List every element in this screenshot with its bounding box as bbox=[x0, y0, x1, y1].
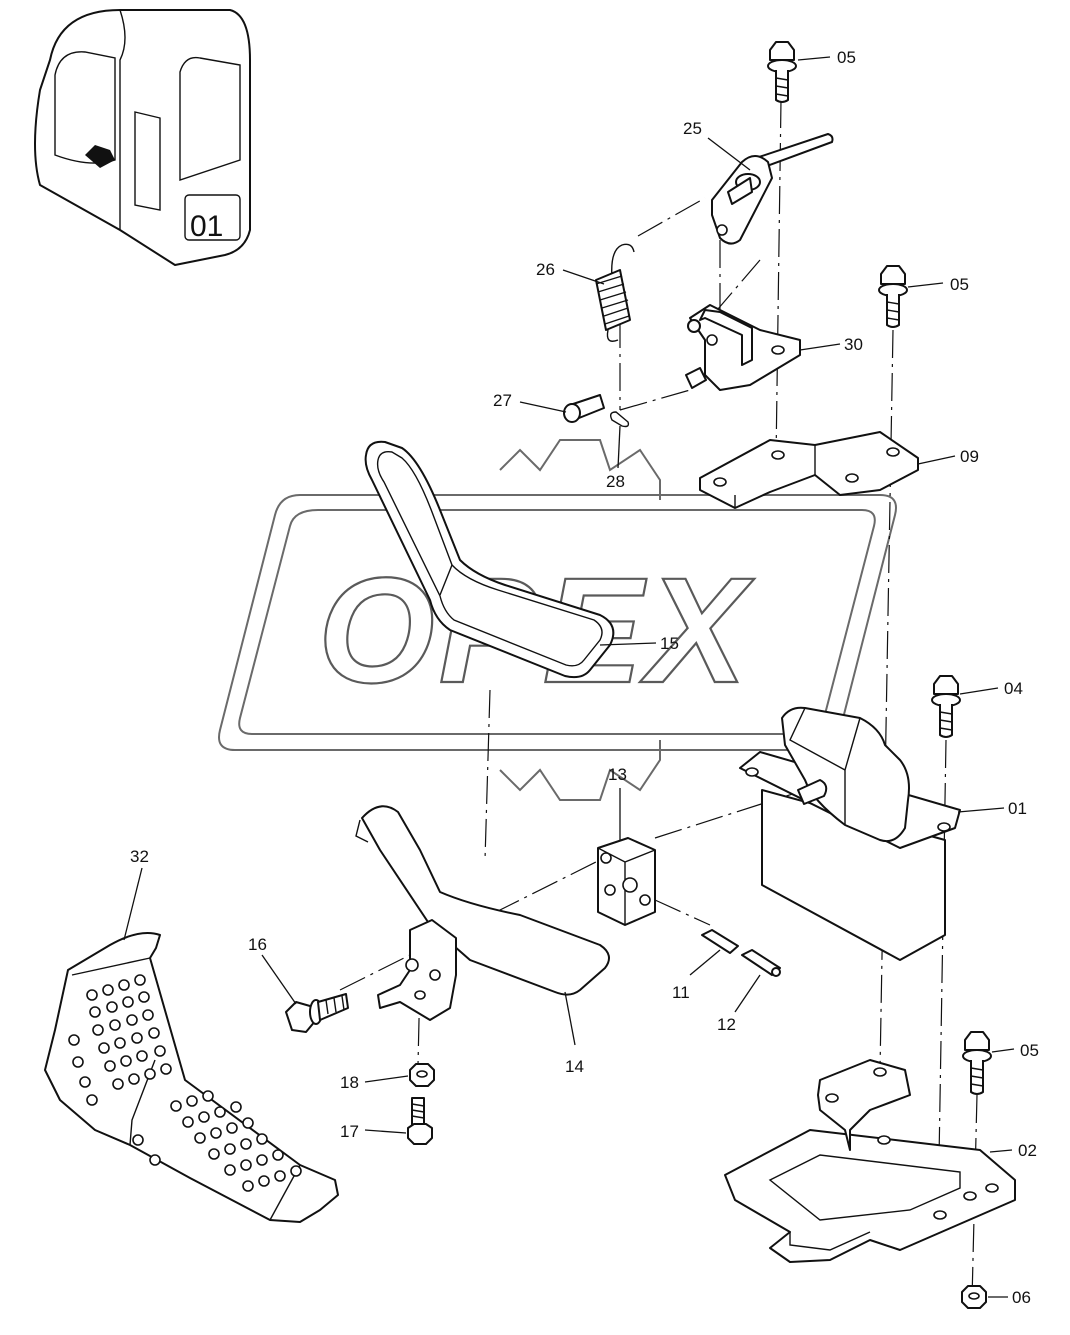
callout-06: 06 bbox=[1012, 1288, 1031, 1307]
cab-icon-label: 01 bbox=[190, 210, 223, 243]
nut-06 bbox=[961, 1285, 987, 1309]
pedal-plate-grip-holes bbox=[68, 974, 302, 1192]
pedal-pad-15 bbox=[364, 440, 615, 679]
lever-25 bbox=[711, 133, 834, 245]
bolt-05-lower-right bbox=[962, 1031, 992, 1095]
nut-18 bbox=[409, 1063, 435, 1087]
bracket-30 bbox=[685, 304, 801, 391]
pedal-location-marker bbox=[85, 145, 115, 168]
callout-26: 26 bbox=[536, 260, 555, 279]
pedal-plate-32 bbox=[44, 932, 339, 1223]
switch-box-01 bbox=[739, 706, 961, 961]
pin-11 bbox=[701, 929, 739, 954]
pin-27 bbox=[563, 394, 605, 423]
callout-14: 14 bbox=[565, 1057, 584, 1076]
bolt-04 bbox=[931, 675, 961, 738]
callout-32: 32 bbox=[130, 847, 149, 866]
callout-17: 17 bbox=[340, 1122, 359, 1141]
callout-02: 02 bbox=[1018, 1141, 1037, 1160]
bolt-17 bbox=[407, 1097, 433, 1145]
bracket-09 bbox=[699, 431, 919, 509]
callout-05-upper-right: 05 bbox=[950, 275, 969, 294]
callout-leader-lines bbox=[123, 56, 1015, 1298]
callout-13: 13 bbox=[608, 765, 627, 784]
bolt-05-upper-right bbox=[878, 265, 908, 328]
pin-12 bbox=[741, 949, 781, 977]
callout-04: 04 bbox=[1004, 679, 1023, 698]
callout-12: 12 bbox=[717, 1015, 736, 1034]
callout-30: 30 bbox=[844, 335, 863, 354]
callout-labels: 05 25 26 05 30 27 28 09 15 04 13 01 32 1… bbox=[130, 48, 1039, 1307]
callout-27: 27 bbox=[493, 391, 512, 410]
callout-16: 16 bbox=[248, 935, 267, 954]
callout-09: 09 bbox=[960, 447, 979, 466]
watermark-gear-outline bbox=[499, 439, 661, 801]
callout-18: 18 bbox=[340, 1073, 359, 1092]
bolt-16 bbox=[285, 993, 349, 1033]
callout-05-top: 05 bbox=[837, 48, 856, 67]
cab-location-icon: 01 bbox=[34, 9, 251, 266]
callout-11: 11 bbox=[672, 983, 690, 1002]
cotter-pin-28 bbox=[609, 411, 630, 428]
spring-26 bbox=[595, 243, 635, 342]
callout-25: 25 bbox=[683, 119, 702, 138]
base-plate-02 bbox=[724, 1059, 1016, 1263]
callout-05-lower-right: 05 bbox=[1020, 1041, 1039, 1060]
block-13 bbox=[597, 837, 656, 926]
callout-15: 15 bbox=[660, 634, 679, 653]
callout-01: 01 bbox=[1008, 799, 1027, 818]
pedal-arm-14 bbox=[355, 805, 610, 1021]
bolt-05-top bbox=[767, 41, 797, 103]
callout-28: 28 bbox=[606, 472, 625, 491]
